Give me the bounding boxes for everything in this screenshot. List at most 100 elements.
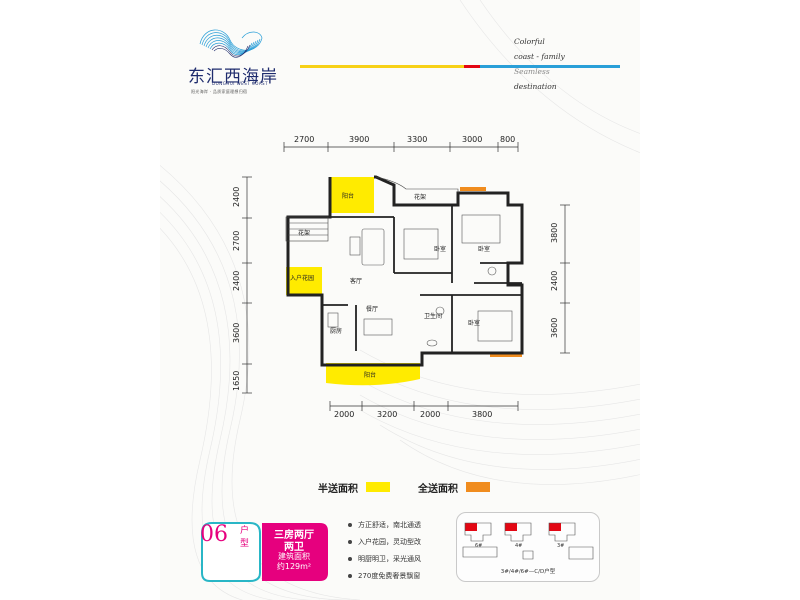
unit-type-line-1: 三房两厅 bbox=[274, 530, 314, 541]
sofa bbox=[361, 228, 385, 266]
building-3-highlight bbox=[549, 523, 561, 531]
brochure-page: 东汇西海岸 DONGHUI WEST COAST 阳光海岸 · 品质家庭理想归宿… bbox=[160, 0, 640, 600]
bed-3 bbox=[477, 310, 513, 342]
stripe-yellow bbox=[300, 65, 464, 68]
site-outline bbox=[462, 546, 594, 560]
key-plan-box: 6# 4# 3# bbox=[456, 512, 600, 582]
toilet-1 bbox=[435, 306, 445, 316]
basin bbox=[426, 339, 438, 347]
unit-area-line-2: 约129m² bbox=[276, 562, 312, 571]
dim-left-1: 2400 bbox=[232, 187, 241, 207]
unit-suffix-2: 型 bbox=[240, 539, 250, 549]
legend-full-swatch bbox=[466, 482, 490, 492]
label-entry-garden: 入户花园 bbox=[290, 274, 314, 282]
stripe-blue bbox=[480, 65, 620, 68]
label-kitchen: 厨房 bbox=[330, 327, 342, 335]
entry-garden-area bbox=[286, 267, 322, 295]
feature-item: 270度免费奢景飘窗 bbox=[348, 567, 421, 584]
dim-bottom-4: 3800 bbox=[472, 410, 492, 419]
slogan-line-2: coast - family bbox=[514, 52, 565, 61]
building-4-highlight bbox=[505, 523, 517, 531]
dim-left-2: 2700 bbox=[232, 231, 241, 251]
dining-table bbox=[363, 318, 393, 336]
building-3-outline bbox=[548, 522, 576, 542]
top-dimension-line bbox=[283, 142, 519, 152]
label-bathroom: 卫生间 bbox=[424, 312, 442, 320]
feature-text: 明厨明卫，采光通风 bbox=[358, 554, 421, 563]
label-bedroom-2: 卧室 bbox=[478, 245, 490, 253]
key-plan-caption: 3#/4#/6#—C/D户型 bbox=[500, 569, 556, 575]
label-bedroom-1: 卧室 bbox=[434, 245, 446, 253]
feature-text: 270度免费奢景飘窗 bbox=[358, 571, 421, 580]
legend-full-label: 全送面积 bbox=[418, 484, 458, 495]
key-plan-label-6: 6# bbox=[475, 543, 483, 549]
orange-strip-bedroom bbox=[490, 353, 522, 357]
logo-subtitle-en: DONGHUI WEST COAST bbox=[212, 81, 269, 86]
key-plan-label-3: 3# bbox=[557, 543, 565, 549]
unit-type-line-2: 两卫 bbox=[284, 542, 304, 553]
balcony-bottom-area bbox=[326, 363, 420, 386]
bullet-icon bbox=[348, 573, 352, 578]
logo-subtitle-cn: 阳光海岸 · 品质家庭理想归宿 bbox=[191, 89, 248, 94]
dim-bottom-1: 2000 bbox=[334, 410, 354, 419]
key-plan-diagram bbox=[462, 522, 594, 560]
dim-right-2: 2400 bbox=[550, 271, 559, 291]
building-4-outline bbox=[504, 522, 532, 542]
floor-plan: 2700 3900 3300 3000 800 2400 2700 2400 3… bbox=[232, 135, 570, 419]
unit-area-line-1: 建筑面积 bbox=[278, 552, 310, 561]
label-balcony-top: 阳台 bbox=[342, 192, 354, 200]
label-dining-room: 餐厅 bbox=[366, 305, 378, 313]
label-balcony-bottom: 阳台 bbox=[364, 371, 376, 379]
dim-bottom-3: 2000 bbox=[420, 410, 440, 419]
building-6-highlight bbox=[465, 523, 477, 531]
label-flower-rack-top: 花架 bbox=[414, 193, 426, 201]
dim-right-1: 3800 bbox=[550, 223, 559, 243]
slogan-line-1: Colorful bbox=[514, 37, 545, 46]
feature-text: 入户花园，灵动型改 bbox=[358, 537, 421, 546]
feature-item: 入户花园，灵动型改 bbox=[348, 533, 421, 550]
unit-badge bbox=[201, 522, 328, 582]
coffee-table bbox=[349, 236, 361, 256]
dim-right-3: 3600 bbox=[550, 318, 559, 338]
bed-2 bbox=[461, 214, 501, 244]
building-6-outline bbox=[464, 522, 492, 542]
feature-text: 方正舒适，南北通透 bbox=[358, 520, 421, 529]
left-dimension-line bbox=[242, 176, 252, 394]
key-plan-label-4: 4# bbox=[515, 543, 523, 549]
bullet-icon bbox=[348, 556, 352, 561]
logo-mark-icon bbox=[199, 29, 263, 58]
dim-left-3: 2400 bbox=[232, 271, 241, 291]
label-living-room: 客厅 bbox=[350, 277, 362, 285]
feature-item: 明厨明卫，采光通风 bbox=[348, 550, 421, 567]
bullet-icon bbox=[348, 539, 352, 544]
slogan-line-3: Seamless bbox=[514, 67, 550, 76]
dim-left-5: 1650 bbox=[232, 371, 241, 391]
balcony-top-area bbox=[330, 177, 374, 213]
legend-half-swatch bbox=[366, 482, 390, 492]
dim-top-1: 2700 bbox=[294, 135, 314, 144]
logo-text: 东汇西海岸 bbox=[188, 67, 278, 87]
dim-left-4: 3600 bbox=[232, 323, 241, 343]
stripe-red bbox=[464, 65, 480, 68]
bed-1 bbox=[403, 228, 439, 260]
toilet-2 bbox=[487, 266, 497, 276]
legend-half-label: 半送面积 bbox=[318, 484, 358, 495]
slogan-line-4: destination bbox=[514, 82, 557, 91]
dim-top-3: 3300 bbox=[407, 135, 427, 144]
feature-item: 方正舒适，南北通透 bbox=[348, 516, 421, 533]
orange-strip-top bbox=[460, 187, 486, 191]
unit-number: 06 bbox=[200, 522, 228, 547]
outer-walls bbox=[286, 175, 524, 367]
label-flower-rack-left: 花架 bbox=[298, 229, 310, 237]
dim-top-5: 800 bbox=[500, 135, 515, 144]
bottom-dimension-line bbox=[329, 401, 519, 411]
dim-top-4: 3000 bbox=[462, 135, 482, 144]
label-bedroom-3: 卧室 bbox=[468, 319, 480, 327]
right-dimension-line bbox=[560, 204, 570, 354]
bullet-icon bbox=[348, 522, 352, 527]
dim-top-2: 3900 bbox=[349, 135, 369, 144]
stove bbox=[327, 312, 339, 328]
feature-list: 方正舒适，南北通透 入户花园，灵动型改 明厨明卫，采光通风 270度免费奢景飘窗 bbox=[348, 516, 421, 584]
dim-bottom-2: 3200 bbox=[377, 410, 397, 419]
flower-rack-top-outline bbox=[375, 176, 459, 193]
